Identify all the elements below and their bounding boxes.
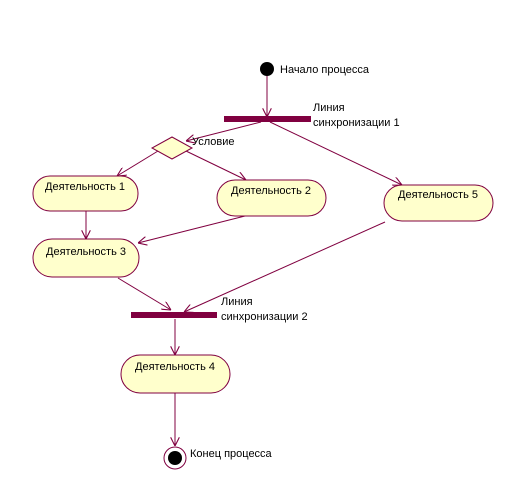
activity-3-label: Деятельность 3 [46,246,126,258]
activity-3 [32,238,140,278]
sync-bar-1-label-line1: Линия [313,102,345,114]
edge-sync1-to-decision [186,121,262,141]
initial-node-label: Начало процесса [280,64,370,76]
edge-decision-to-activity-2 [185,150,246,180]
activity-1-label: Деятельность 1 [45,181,125,193]
sync-bar-2 [131,312,217,318]
initial-node [260,62,274,76]
final-node-core [168,451,182,465]
decision-label: Условие [192,136,235,148]
sync-bar-1 [224,116,311,122]
final-node-label: Конец процесса [190,448,273,460]
edge-activity-3-to-sync2 [117,277,171,310]
activity-5-label: Деятельность 5 [398,189,478,201]
edge-activity-2-to-activity-3 [138,215,246,243]
decision-node [150,136,194,160]
edge-activity-5-to-sync2 [184,221,386,312]
activity-1 [32,175,139,212]
sync-bar-2-label-line2: синхронизации 2 [221,311,308,323]
edge-sync1-to-activity-5 [269,121,402,185]
sync-bar-1-label-line2: синхронизации 1 [313,117,400,129]
edges [86,76,402,446]
sync-bar-2-label-line1: Линия [221,296,253,308]
edge-decision-to-activity-1 [117,150,159,176]
activity-2 [216,179,327,217]
activity-2-label: Деятельность 2 [231,185,311,197]
activity-4 [120,354,231,394]
activity-5 [383,184,494,222]
activity-4-label: Деятельность 4 [135,361,215,373]
